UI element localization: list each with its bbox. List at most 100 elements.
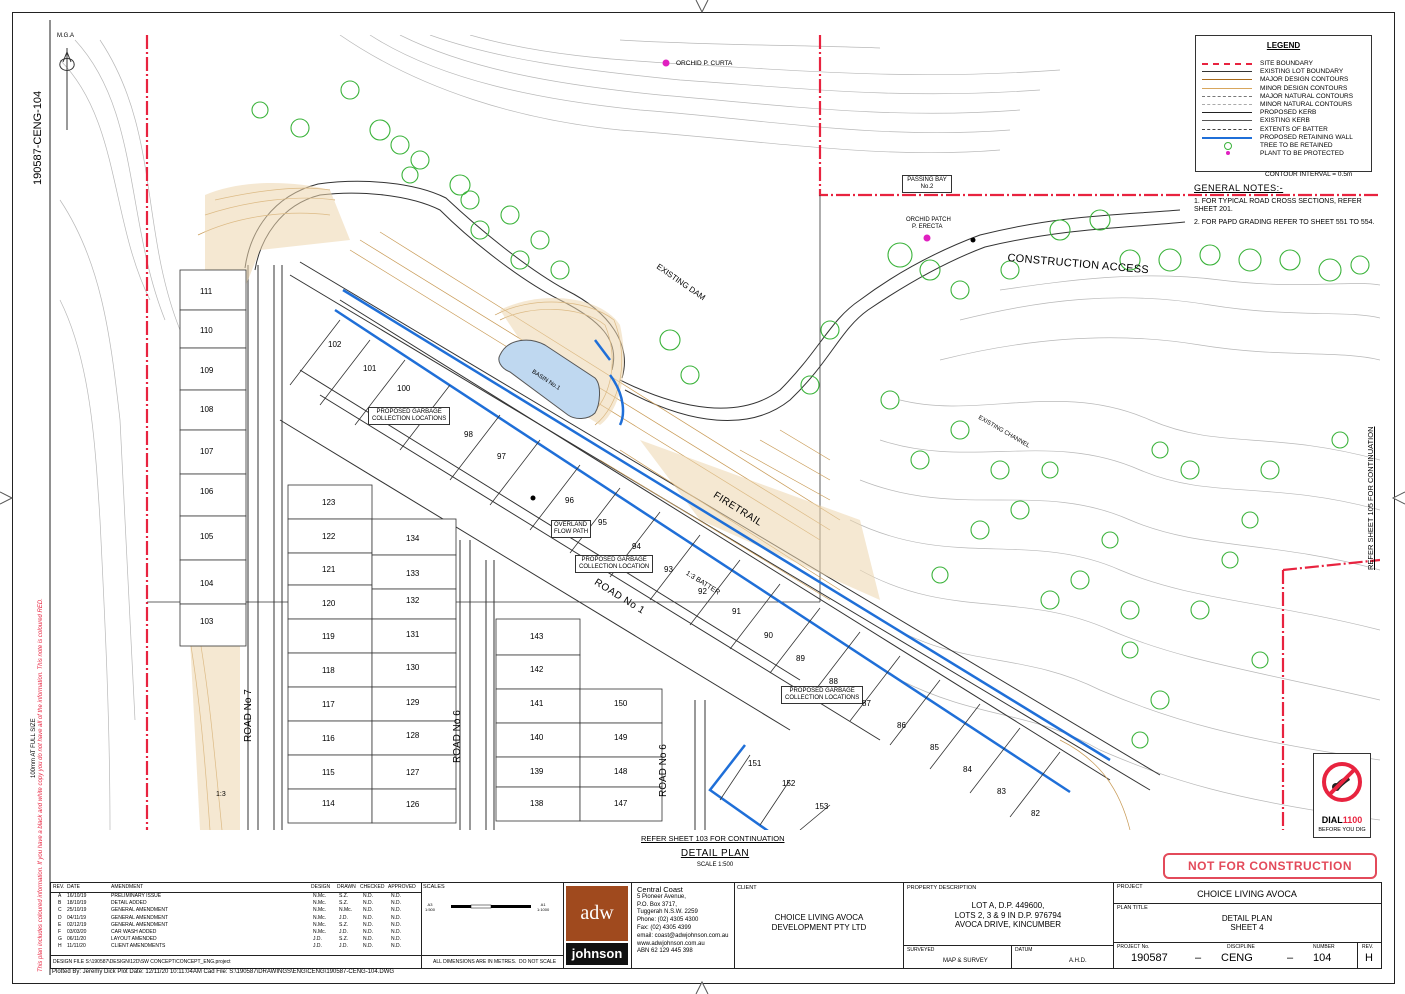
garbage2-line1: PROPOSED GARBAGE [581,557,647,563]
client-line2: DEVELOPMENT PTY LTD [771,923,867,932]
rev-cell: N.D. [363,900,373,907]
legend-swatch [1226,151,1230,156]
lot-82: 82 [1031,809,1040,818]
rev-cell: 11/11/20 [67,943,86,950]
surveyed-label: SURVEYED [907,947,935,953]
rev-cell: 03/03/20 [67,929,87,935]
lot-114: 114 [322,799,335,808]
scale-bar-note: 100mm AT FULL SIZE [31,718,37,778]
garbage2-line2: COLLECTION LOCATION [579,564,650,570]
rev-cell: N.Mc. [313,893,327,899]
phone: Phone: (02) 4305 4300 [637,917,699,924]
property-line2: LOTS 2, 3 & 9 IN D.P. 976794 [954,910,1062,920]
rev-cell: 18/10/19 [67,900,87,907]
legend-swatch [1202,120,1252,122]
legend-row: EXTENTS OF BATTER [1202,126,1367,134]
lot-100: 100 [397,384,411,393]
lot-95: 95 [598,518,607,527]
note-1: 1. FOR TYPICAL ROAD CROSS SECTIONS, REFE… [1194,198,1362,213]
lot-148: 148 [614,767,628,776]
rev-cell: N.D. [363,907,373,914]
rev-cell: E [58,921,62,928]
lot-121: 121 [322,565,336,574]
rev-cell: N.D. [363,929,373,935]
rev-value: H [1365,952,1373,964]
rev-cell: N.Mc. [313,914,327,921]
discipline-label: DISCIPLINE [1227,944,1255,950]
basin [498,339,600,419]
lot-91: 91 [732,607,741,616]
legend-row: MINOR NATURAL CONTOURS [1202,101,1367,109]
lot-92: 92 [698,587,707,596]
lot-98: 98 [464,430,473,439]
property-box: PROPERTY DESCRIPTION LOT A, D.P. 449600,… [903,883,1114,969]
orchid-curta-label: ORCHID P. CURTA [676,60,733,67]
lot-143: 143 [530,632,544,641]
lot-97: 97 [497,452,506,461]
lot-150: 150 [614,699,628,708]
address-line1: 5 Pioneer Avenue, [637,893,686,900]
rev-cell: N.D. [391,921,401,928]
rev-cell: GENERAL AMENDMENT [111,907,169,914]
rev-cell: H [58,943,62,950]
rev-cell: J.D. [339,943,348,950]
road7-label: ROAD No 7 [243,689,254,742]
lot-88: 88 [829,677,838,686]
lot-149: 149 [614,733,628,742]
legend-label: EXISTING LOT BOUNDARY [1260,68,1344,76]
road6a-label: ROAD No 6 [452,710,463,763]
lot-84: 84 [963,765,972,774]
rev-cell: CAR WASH ADDED [111,929,157,935]
lot-126: 126 [406,800,420,809]
project-no-label: PROJECT No. [1117,944,1150,950]
company-logo: adw johnson [563,883,632,968]
legend-swatch [1202,95,1252,97]
lot-90: 90 [764,631,773,640]
lot-120: 120 [322,599,336,608]
rev-cell: B [58,900,62,907]
legend-row: TREE TO BE RETAINED [1202,142,1367,150]
project-name: CHOICE LIVING AVOCA [1197,889,1297,899]
lot-105: 105 [200,532,214,541]
garbage3-line1: PROPOSED GARBAGE [789,688,855,694]
client-label: CLIENT [737,885,757,891]
legend-swatch [1202,128,1252,130]
lot-104: 104 [200,579,214,588]
legend-row: MAJOR NATURAL CONTOURS [1202,93,1367,101]
legend-label: MAJOR DESIGN CONTOURS [1260,76,1349,84]
scale-a1-ratio: 1:1000 [537,907,550,912]
lot-118: 118 [322,666,335,675]
datum-value: A.H.D. [1069,958,1087,964]
rev-label: REV. [1362,944,1374,950]
office-name: Central Coast [637,885,683,894]
lot-141: 141 [530,699,544,708]
rev-header-cell: DRAWN [337,884,356,890]
general-notes-title: GENERAL NOTES:- [1194,183,1284,193]
legend-label: EXTENTS OF BATTER [1260,125,1328,133]
passing-bay-label: PASSING BAY No.2 [902,175,952,193]
drawing-number: 104 [1313,952,1332,964]
legend-swatch [1202,136,1252,139]
datum-label: DATUM [1015,947,1033,953]
legend-swatch [1224,142,1232,150]
rev-cell: N.D. [391,929,401,935]
rev-cell: N.Mc. [339,907,353,914]
lot-130: 130 [406,663,420,672]
lot-87: 87 [862,699,871,708]
rev-cell: DETAIL ADDED [111,900,147,907]
lots-col-b [287,484,373,824]
legend-swatch [1202,71,1252,73]
client-line1: CHOICE LIVING AVOCA [774,913,864,922]
legend-row: PROPOSED KERB [1202,109,1367,117]
lot-131: 131 [406,630,420,639]
general-notes: GENERAL NOTES:- 1. FOR TYPICAL ROAD CROS… [1194,183,1384,227]
batter-small-label: 1:3 [216,791,226,798]
rev-cell: N.D. [391,907,401,914]
refer-105: REFER SHEET 105 FOR CONTINUATION [1366,426,1375,571]
rev-cell: CLIENT AMENDMENTS [111,943,166,950]
legend-label: MINOR DESIGN CONTOURS [1260,84,1348,92]
orchid-patch-label: ORCHID PATCH P. ERECTA [906,217,951,231]
rev-cell: S.Z. [339,900,349,907]
